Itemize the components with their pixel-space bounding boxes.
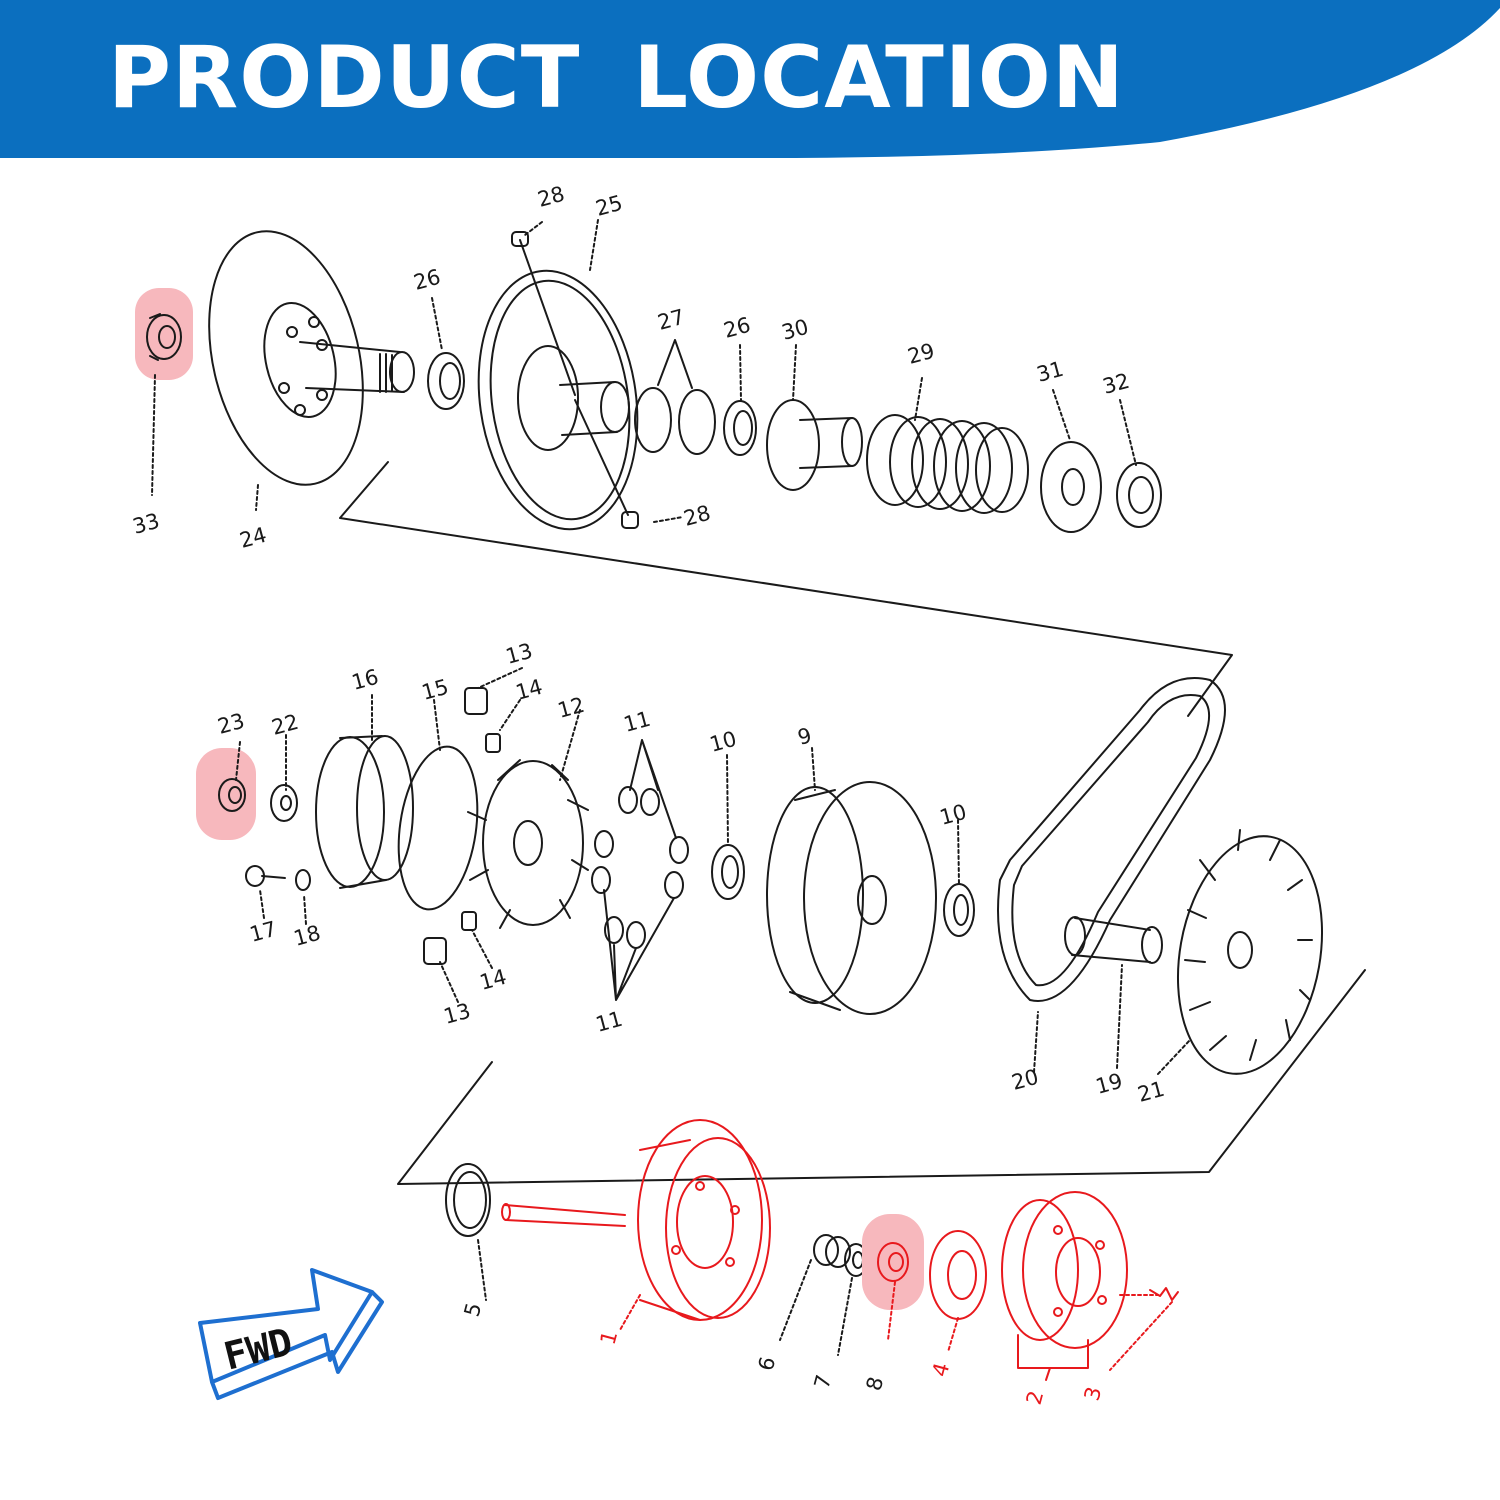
label-28b: 28: [681, 501, 713, 531]
label-10a: 10: [707, 727, 739, 757]
label-12: 12: [555, 693, 587, 723]
group-divider-lower: [397, 969, 1366, 1185]
label-24: 24: [237, 523, 269, 553]
collar-10a: [711, 844, 745, 900]
nut-33: [146, 313, 182, 361]
label-14b: 14: [477, 965, 509, 995]
nut-23: [218, 778, 246, 812]
group-divider-upper: [339, 461, 1233, 717]
cam-16: [315, 735, 414, 889]
label-22: 22: [269, 710, 301, 740]
label-16: 16: [349, 665, 381, 695]
label-3: 3: [1080, 1384, 1107, 1403]
label-27: 27: [655, 305, 687, 335]
label-11a: 11: [621, 707, 653, 737]
label-32: 32: [1100, 369, 1132, 399]
label-19: 19: [1093, 1069, 1125, 1099]
marker-23: [196, 748, 256, 840]
fan-plate-21: [1176, 829, 1324, 1075]
label-13b: 13: [441, 999, 473, 1029]
screw-17: [245, 865, 286, 887]
oil-seal-26b: [723, 400, 757, 456]
label-7: 7: [810, 1372, 837, 1391]
slider-13a: [464, 687, 488, 715]
washer-22: [270, 784, 298, 822]
label-18: 18: [291, 921, 323, 951]
nut-32: [1116, 462, 1162, 528]
clutch-housing-1: [501, 1119, 771, 1321]
primary-fixed-sheave-9: [766, 781, 937, 1015]
slider-14b: [461, 911, 477, 931]
label-13a: 13: [503, 639, 535, 669]
label-20: 20: [1009, 1065, 1041, 1095]
label-29: 29: [905, 339, 937, 369]
marker-33: [135, 288, 193, 380]
label-11b: 11: [593, 1007, 625, 1037]
marker-8: [862, 1214, 924, 1310]
label-9: 9: [795, 723, 814, 750]
compression-spring-29: [866, 414, 1029, 514]
nut-8: [877, 1242, 909, 1282]
label-5: 5: [460, 1300, 487, 1319]
label-4: 4: [928, 1360, 955, 1379]
primary-sliding-sheave-12: [467, 759, 589, 929]
weight-rollers-11: [591, 739, 689, 1001]
label-30: 30: [779, 315, 811, 345]
o-ring-27b: [678, 389, 716, 455]
banner-background: [0, 0, 1500, 158]
fwd-direction-arrow: FWD: [198, 1268, 384, 1400]
washer-18: [295, 869, 311, 891]
oil-seal-26a: [427, 352, 465, 410]
label-14a: 14: [513, 675, 545, 705]
label-25: 25: [593, 191, 625, 221]
sleeve-19: [1064, 916, 1163, 964]
label-8: 8: [862, 1374, 889, 1393]
label-2: 2: [1022, 1388, 1049, 1407]
label-26a: 26: [411, 265, 443, 295]
label-23: 23: [215, 709, 247, 739]
slider-14a: [485, 733, 501, 753]
label-33: 33: [130, 509, 162, 539]
fixed-sheave-24: [208, 230, 415, 486]
sliding-sheave-25: [477, 231, 639, 531]
title-banner: PRODUCT LOCATION: [0, 0, 1500, 170]
needle-bearing-6: [813, 1234, 851, 1268]
circlip-5: [445, 1163, 491, 1237]
clutch-spring-3: [1149, 1287, 1179, 1301]
label-26b: 26: [721, 313, 753, 343]
label-17: 17: [247, 917, 279, 947]
label-21: 21: [1135, 1077, 1167, 1107]
v-belt-20: [997, 677, 1226, 1002]
leader-27: [657, 339, 693, 389]
label-1: 1: [596, 1328, 623, 1347]
label-31: 31: [1034, 357, 1066, 387]
label-6: 6: [754, 1354, 781, 1373]
label-28a: 28: [535, 182, 567, 212]
washer-31: [1040, 441, 1102, 533]
label-15: 15: [419, 675, 451, 705]
label-10b: 10: [937, 800, 969, 830]
clutch-carrier-2: [1001, 1191, 1128, 1349]
banner-title: PRODUCT LOCATION: [108, 28, 1125, 128]
slider-13b: [423, 937, 447, 965]
spring-seat-30: [766, 399, 863, 491]
o-ring-27a: [634, 387, 672, 453]
collar-10b: [943, 883, 975, 937]
bearing-4: [929, 1230, 987, 1320]
o-ring-15: [397, 745, 479, 911]
